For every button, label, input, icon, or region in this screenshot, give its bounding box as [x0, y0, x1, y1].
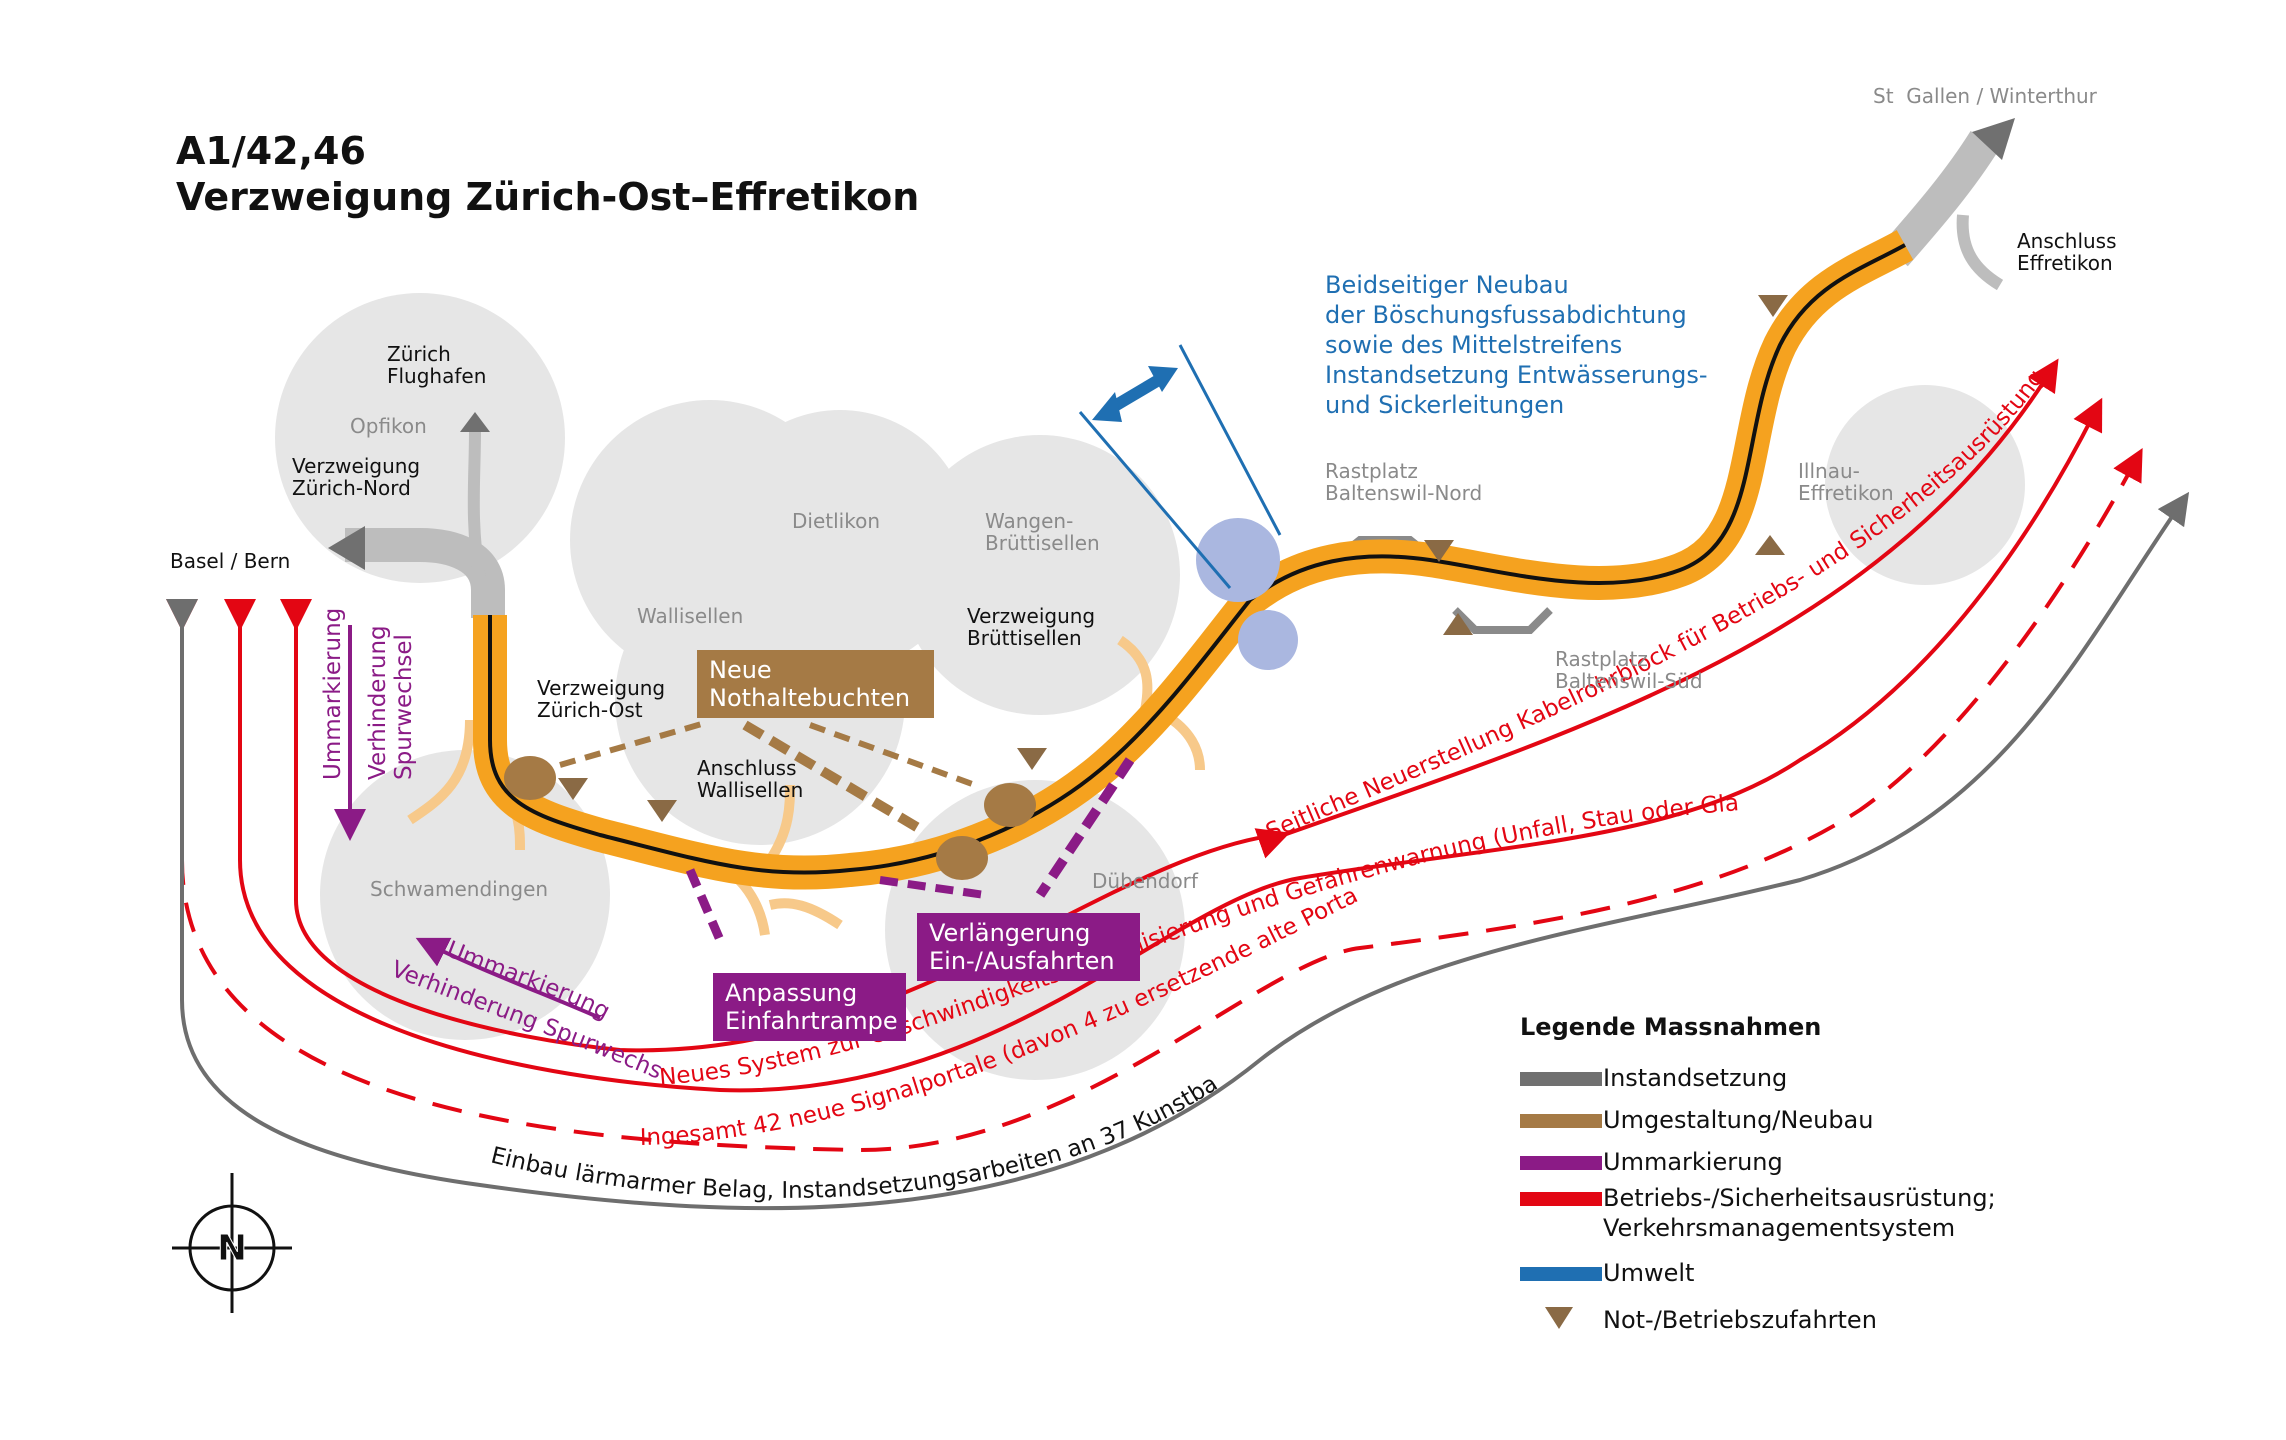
box-verlaengerung: Verlängerung Ein-/Ausfahrten [917, 913, 1140, 981]
legend-swatch [1520, 1156, 1602, 1170]
triangle-icon [1755, 535, 1785, 555]
label-illnau-effretikon: Illnau- Effretikon [1798, 459, 1894, 505]
label-vz-zuerich-ost: Verzweigung Zürich-Ost [537, 676, 666, 722]
measure-arcs [166, 358, 2190, 1211]
triangle-icon [647, 800, 677, 822]
arrow-st-gallen-icon [1972, 118, 2015, 160]
legend-label: Umwelt [1603, 1259, 1695, 1287]
kabelrohrblock-line [1254, 358, 2059, 859]
pointer-verlaengerung-2 [879, 876, 986, 899]
label-opfikon: Opfikon [350, 414, 427, 438]
ramp-wallisellen-3 [768, 898, 843, 930]
env-arrow-right-icon [1148, 366, 1178, 392]
label-dietlikon: Dietlikon [792, 509, 880, 533]
box-nothaltebuchten: Neue Nothaltebuchten [697, 650, 934, 718]
triangle-icon [1545, 1307, 1573, 1329]
label-wangen-bruettisellen: Wangen- Brüttisellen [985, 509, 1100, 555]
existing-roads [328, 118, 2015, 634]
bay-pointer-3 [808, 722, 977, 788]
ummarkierung-arrow-curve [415, 937, 601, 1020]
ummarkierung-pointers [334, 625, 1135, 1020]
compass-icon: N [172, 1173, 292, 1313]
red-return-line [280, 599, 1276, 1053]
legend-label: Ummarkierung [1603, 1148, 1783, 1176]
legend-swatch [1520, 1072, 1602, 1086]
title-line-2: Verzweigung Zürich-Ost–Effretikon [176, 175, 920, 219]
legend-swatch [1520, 1267, 1602, 1281]
legend-swatch [1520, 1192, 1602, 1206]
bay-pointer-2 [742, 720, 928, 837]
label-rastplatz-sued: Rastplatz Baltenswil-Süd [1555, 647, 1703, 693]
legend-title: Legende Massnahmen [1520, 1013, 1822, 1041]
nothaltebuchten [504, 720, 1036, 880]
legend-swatch [1520, 1114, 1602, 1128]
ramp-effretikon [1956, 214, 2004, 291]
pointer-verlaengerung-1 [1035, 757, 1135, 898]
label-vz-bruettisellen: Verzweigung Brüttisellen [967, 604, 1096, 650]
triangle-icon [1017, 748, 1047, 770]
arrow-flughafen-icon [460, 412, 490, 432]
triangle-icon [1443, 613, 1473, 635]
rastplatz-sued-loop [1452, 607, 1553, 634]
bay-1 [504, 756, 556, 800]
triangle-icon [1424, 540, 1454, 562]
label-wallisellen: Wallisellen [637, 604, 744, 628]
env-circle-2 [1238, 610, 1298, 670]
legend-label: Not-/Betriebszufahrten [1603, 1306, 1877, 1334]
label-basel-bern: Basel / Bern [170, 549, 291, 573]
environment-note: Beidseitiger Neubau der Böschungsfussabd… [1325, 271, 1708, 419]
label-vz-zuerich-nord: Verzweigung Zürich-Nord [292, 454, 421, 500]
legend-label: Instandsetzung [1603, 1064, 1788, 1092]
box-anpassung: Anpassung Einfahrtrampe [713, 973, 906, 1041]
label-anschluss-effretikon: Anschluss Effretikon [2017, 229, 2117, 275]
ummarkierung-vertical-label-2: VerhinderungSpurwechsel [365, 625, 417, 780]
ramp-wallisellen-2 [765, 784, 795, 863]
label-duebendorf: Dübendorf [1092, 869, 1198, 893]
road-to-basel [345, 528, 505, 618]
signalportale-line [166, 447, 2143, 1153]
label-rastplatz-nord: Rastplatz Baltenswil-Nord [1325, 459, 1483, 505]
road-to-st-gallen [1882, 130, 2000, 267]
region-wangen-bruettisellen [900, 435, 1180, 715]
bay-2 [984, 783, 1036, 827]
label-anschluss-wallisellen: Anschluss Wallisellen [697, 756, 804, 802]
ummarkierung-vertical-label-1: Ummarkierung [320, 608, 346, 780]
page-title: A1/42,46 Verzweigung Zürich-Ost–Effretik… [176, 128, 919, 220]
label-zuerich-flughafen: Zürich Flughafen [387, 342, 487, 388]
label-schwamendingen: Schwamendingen [370, 877, 549, 901]
legend-label: Umgestaltung/Neubau [1603, 1106, 1874, 1134]
triangle-icon [558, 778, 588, 800]
ramp-zuerich-ost-1 [407, 719, 475, 825]
env-line-1 [1078, 411, 1232, 589]
triangle-icon [1758, 295, 1788, 317]
road-to-flughafen [467, 429, 486, 581]
umwelt-marker [1078, 344, 1298, 670]
env-line-2 [1178, 344, 1282, 536]
pointer-anpassung [685, 868, 725, 942]
compass-letter: N [217, 1228, 247, 1269]
arrow-basel-icon [328, 526, 365, 570]
belag-line [166, 491, 2190, 1211]
bay-3 [936, 836, 988, 880]
access-triangles [558, 295, 1788, 822]
env-circle-1 [1196, 518, 1280, 602]
env-arrow-left-icon [1092, 392, 1122, 422]
label-st-gallen-winterthur: St Gallen / Winterthur [1873, 84, 2097, 108]
legend-label: Betriebs-/Sicherheitsausrüstung; Verkehr… [1603, 1184, 1996, 1242]
title-line-1: A1/42,46 [176, 129, 366, 173]
